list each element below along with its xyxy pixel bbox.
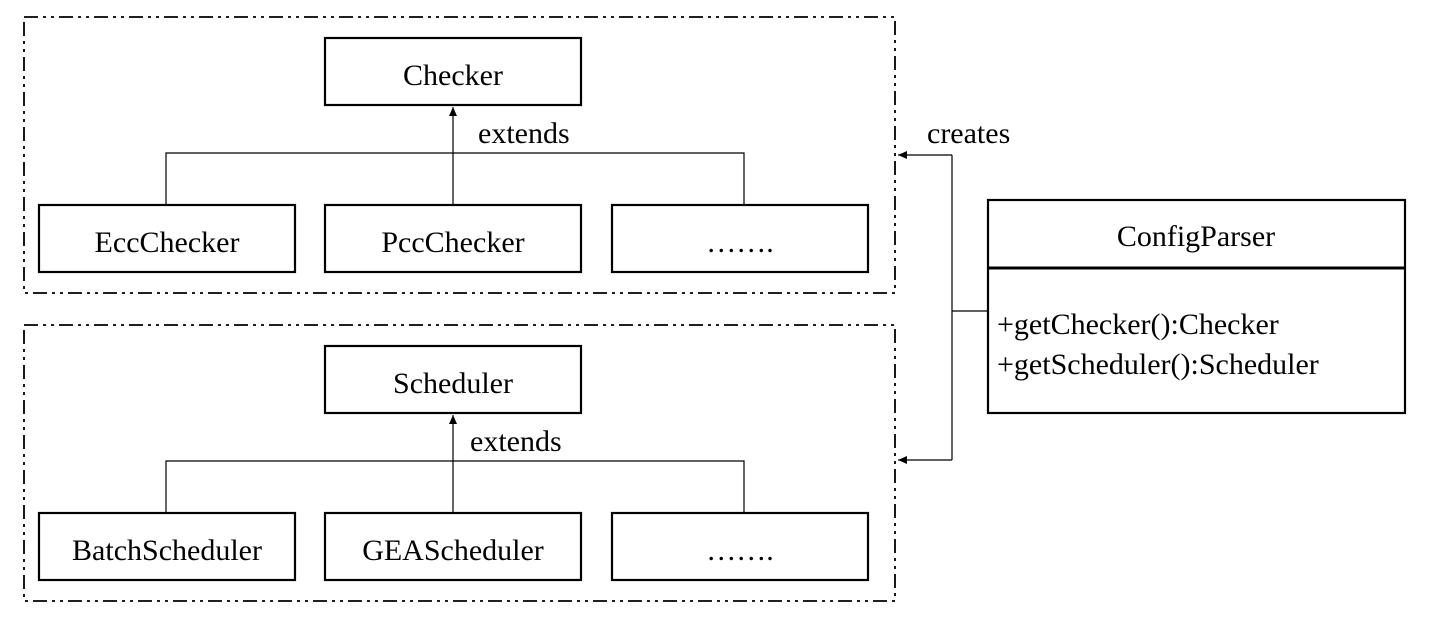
checker-extends-label: extends <box>478 117 570 150</box>
gea-scheduler-name: GEAScheduler <box>362 534 544 567</box>
ecc-checker-box[interactable] <box>37 203 297 274</box>
more-schedulers-box[interactable] <box>610 511 870 582</box>
more-checkers-box[interactable] <box>610 203 870 274</box>
scheduler-class-box[interactable] <box>323 344 583 415</box>
checker-class-name: Checker <box>403 59 503 92</box>
checker-children-connector <box>165 152 745 205</box>
creates-label: creates <box>927 117 1010 150</box>
scheduler-extends-label: extends <box>470 425 562 458</box>
scheduler-children-connector <box>165 460 745 513</box>
gea-scheduler-box[interactable] <box>323 511 583 582</box>
more-checkers-ellipsis: ……. <box>706 226 774 259</box>
scheduler-package-border <box>23 324 896 602</box>
config-parser-method-get-scheduler: +getScheduler():Scheduler <box>997 348 1319 381</box>
batch-scheduler-box[interactable] <box>37 511 297 582</box>
config-parser-class-box[interactable] <box>986 198 1407 415</box>
batch-scheduler-name: BatchScheduler <box>72 534 262 567</box>
config-parser-method-get-checker: +getChecker():Checker <box>997 308 1279 341</box>
ecc-checker-name: EccChecker <box>95 226 240 259</box>
scheduler-class-name: Scheduler <box>393 367 513 400</box>
config-parser-name: ConfigParser <box>1117 220 1275 253</box>
pcc-checker-name: PccChecker <box>381 226 524 259</box>
more-schedulers-ellipsis: ……. <box>706 534 774 567</box>
checker-class-box[interactable] <box>323 36 583 107</box>
pcc-checker-box[interactable] <box>323 203 583 274</box>
checker-package-border <box>23 16 896 294</box>
